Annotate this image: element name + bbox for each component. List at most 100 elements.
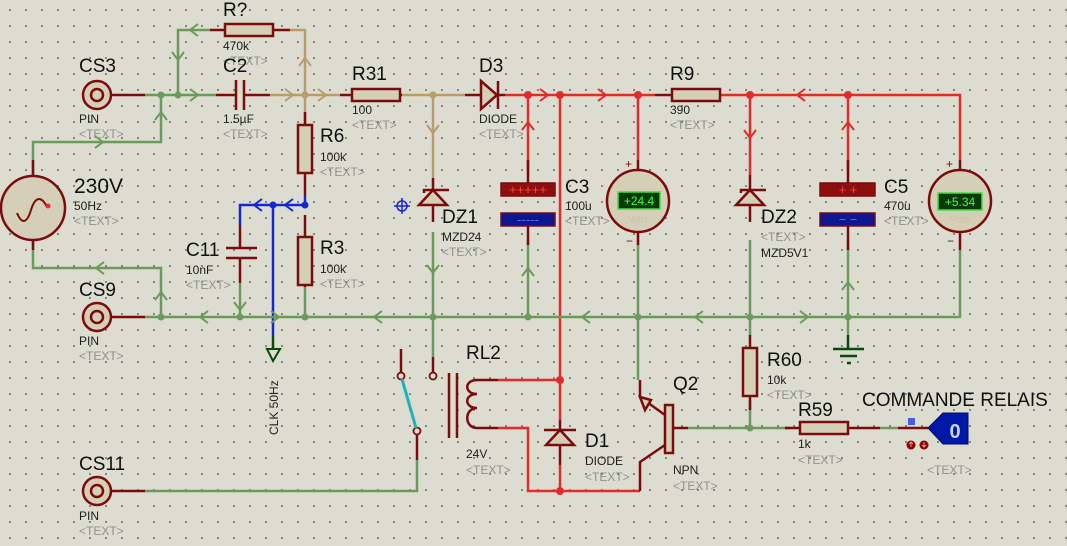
svg-text:PIN: PIN <box>79 334 99 348</box>
svg-text:<TEXT>: <TEXT> <box>585 470 630 484</box>
resistor-r31[interactable]: R31 100 <TEXT> <box>340 64 402 132</box>
svg-text:<TEXT>: <TEXT> <box>565 214 610 228</box>
svg-text:R?: R? <box>223 0 247 21</box>
resistor-r60[interactable]: R60 10k <TEXT> <box>741 335 812 410</box>
svg-text:CS11: CS11 <box>79 454 125 475</box>
svg-text:<TEXT>: <TEXT> <box>442 245 487 259</box>
svg-text:Volts: Volts <box>628 214 648 224</box>
svg-text:CS9: CS9 <box>79 280 116 301</box>
diode-d3[interactable]: D3 DIODE <TEXT> <box>465 56 524 141</box>
svg-text:470u: 470u <box>884 199 911 213</box>
svg-text:<TEXT>: <TEXT> <box>223 54 268 68</box>
pin-terminal-icon <box>81 301 113 333</box>
svg-text:MZD5V1: MZD5V1 <box>761 246 809 260</box>
resistor-r-unknown[interactable]: R? 470k <TEXT> <box>210 0 290 68</box>
svg-text:C11: C11 <box>186 240 219 261</box>
svg-text:+ +: + + <box>839 182 858 197</box>
svg-text:+: + <box>946 157 953 171</box>
resistor-r6[interactable]: R6 100k <TEXT> <box>296 112 365 195</box>
svg-text:390: 390 <box>670 103 690 117</box>
diode-d1[interactable]: D1 DIODE <TEXT> <box>543 420 630 484</box>
svg-text:D1: D1 <box>585 431 609 452</box>
svg-text:+: + <box>625 157 632 171</box>
capacitor-c5[interactable]: + + − − C5 470u <TEXT> <box>819 160 929 250</box>
svg-text:1k: 1k <box>798 437 812 451</box>
svg-text:COMMANDE RELAIS: COMMANDE RELAIS <box>862 390 1048 411</box>
ac-source-230v[interactable]: 230V 50Hz <TEXT> <box>0 160 123 250</box>
svg-text:<TEXT>: <TEXT> <box>927 463 972 477</box>
relay-switch-blade[interactable] <box>400 378 418 429</box>
voltmeter-1[interactable]: +24.4 Volts + − <box>605 157 671 248</box>
svg-text:<TEXT>: <TEXT> <box>79 127 124 141</box>
svg-text:<TEXT>: <TEXT> <box>798 453 843 467</box>
capacitor-c2[interactable]: C2 1.5µF <TEXT> <box>216 56 270 141</box>
svg-text:-----: ----- <box>517 212 539 227</box>
junctions <box>157 91 852 495</box>
wire-ground-rail[interactable] <box>31 232 962 493</box>
svg-text:470k: 470k <box>223 39 250 53</box>
logic-toggle-button[interactable] <box>927 412 969 445</box>
zener-dz2[interactable]: DZ2 <TEXT> MZD5V1 <box>733 175 809 260</box>
svg-text:CLK 50Hz: CLK 50Hz <box>267 380 281 435</box>
wire-clock[interactable] <box>238 195 307 335</box>
svg-text:1.5µF: 1.5µF <box>223 112 254 126</box>
pin-terminal-icon <box>81 79 113 111</box>
svg-text:PIN: PIN <box>79 112 99 126</box>
svg-text:R60: R60 <box>767 350 802 371</box>
svg-text:10nF: 10nF <box>186 263 213 277</box>
svg-text:<TEXT>: <TEXT> <box>479 127 524 141</box>
svg-text:C3: C3 <box>565 177 589 198</box>
svg-text:<TEXT>: <TEXT> <box>670 118 715 132</box>
svg-text:− −: − − <box>839 212 858 227</box>
svg-text:DIODE: DIODE <box>479 112 517 126</box>
svg-text:R59: R59 <box>798 400 833 421</box>
resistor-r9[interactable]: R9 390 <TEXT> <box>655 64 722 132</box>
svg-text:<TEXT>: <TEXT> <box>767 388 812 402</box>
ground-icon <box>833 335 864 365</box>
svg-text:100: 100 <box>352 103 372 117</box>
svg-text:MZD24: MZD24 <box>442 230 482 244</box>
svg-text:<TEXT>: <TEXT> <box>466 463 511 477</box>
zener-dz1[interactable]: DZ1 MZD24 <TEXT> <box>416 178 487 259</box>
svg-text:<TEXT>: <TEXT> <box>352 118 397 132</box>
svg-text:DZ1: DZ1 <box>442 207 478 228</box>
pin-terminal-icon <box>81 475 113 507</box>
svg-text:−: − <box>626 234 633 248</box>
svg-text:C2: C2 <box>223 56 247 77</box>
svg-text:<TEXT>: <TEXT> <box>320 165 365 179</box>
svg-text:<TEXT>: <TEXT> <box>223 127 268 141</box>
svg-text:Volts: Volts <box>950 214 970 224</box>
svg-text:<TEXT>: <TEXT> <box>761 230 806 244</box>
transistor-q2[interactable]: Q2 NPN <TEXT> <box>637 374 718 493</box>
voltmeter-2[interactable]: +5.34 Volts + − <box>927 157 993 250</box>
pin-ref: CS3 <box>79 56 116 77</box>
svg-text:RL2: RL2 <box>466 343 501 364</box>
pin-cs3[interactable]: CS3 PIN <TEXT> <box>79 56 145 141</box>
svg-text:230V: 230V <box>74 175 123 198</box>
resistor-r59[interactable]: R59 1k <TEXT> <box>785 400 863 467</box>
svg-text:<TEXT>: <TEXT> <box>186 278 231 292</box>
relay-rl2[interactable]: RL2 24V <TEXT> <box>396 343 516 477</box>
pin-cs9[interactable]: CS9 PIN <TEXT> <box>79 280 145 363</box>
svg-text:R3: R3 <box>320 238 344 259</box>
wire-dc-rail[interactable] <box>505 93 962 493</box>
svg-text:PIN: PIN <box>79 509 99 523</box>
capacitor-c11[interactable]: C11 10nF <TEXT> <box>186 225 257 292</box>
svg-text:100k: 100k <box>320 150 347 164</box>
logic-state-value: 0 <box>949 421 960 443</box>
svg-text:C5: C5 <box>884 177 908 198</box>
svg-text:Q2: Q2 <box>673 374 698 395</box>
svg-text:50Hz: 50Hz <box>74 199 102 213</box>
wire-ac-input[interactable] <box>31 28 216 176</box>
sine-wave-icon <box>16 198 48 222</box>
resistor-r3[interactable]: R3 100k <TEXT> <box>296 215 365 291</box>
svg-text:<TEXT>: <TEXT> <box>79 524 124 538</box>
svg-text:<TEXT>: <TEXT> <box>884 214 929 228</box>
svg-text:10k: 10k <box>767 373 787 387</box>
svg-text:24V: 24V <box>466 447 487 461</box>
clock-terminal[interactable]: CLK 50Hz <box>265 335 282 435</box>
logic-state-commande-relais[interactable]: 0 COMMANDE RELAIS <TEXT> <box>862 390 1048 477</box>
pin-cs11[interactable]: CS11 PIN <TEXT> <box>79 454 145 538</box>
svg-text:NPN: NPN <box>673 463 698 477</box>
capacitor-c3[interactable]: +++++ ----- C3 100u <TEXT> <box>500 160 610 245</box>
